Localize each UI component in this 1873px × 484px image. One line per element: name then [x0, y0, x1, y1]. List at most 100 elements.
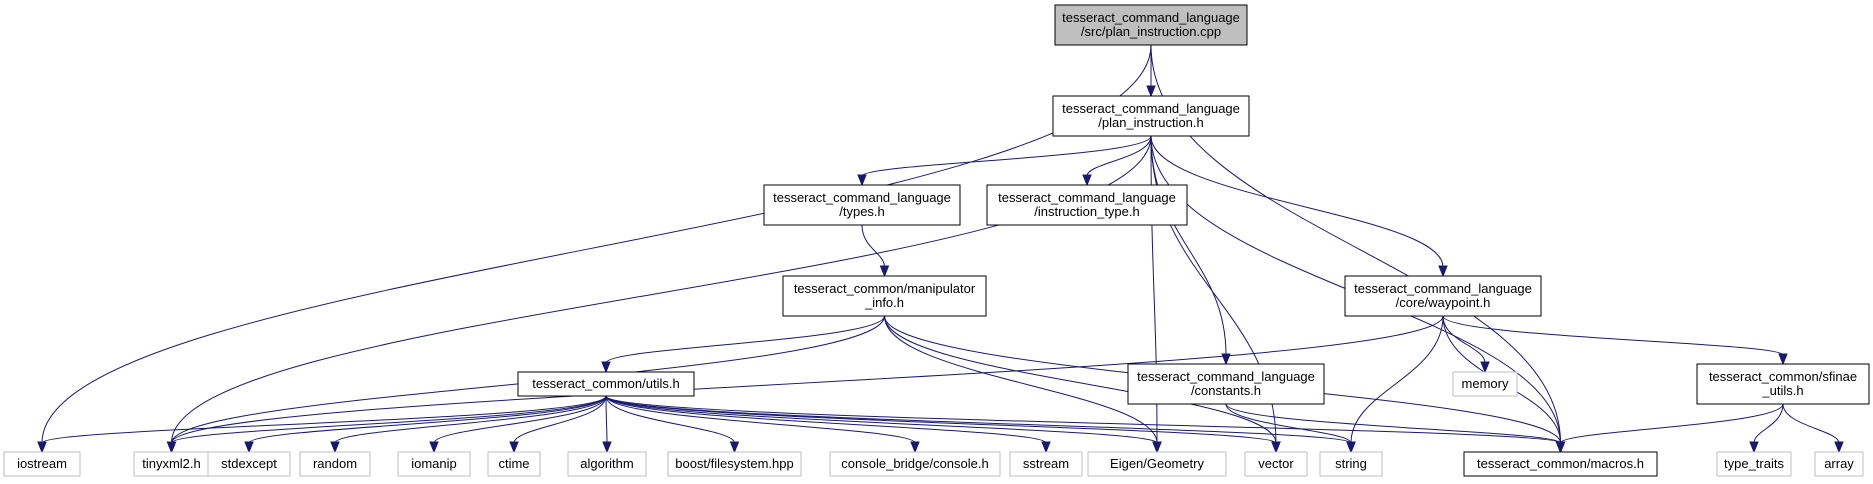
node-box — [1716, 451, 1792, 477]
edge-utils_h-to-macros_h — [605, 395, 1566, 454]
node-box — [567, 451, 647, 477]
edge-plan_h-to-waypoint_h — [1150, 135, 1448, 278]
edge-line — [171, 315, 1444, 444]
edge-line — [171, 395, 607, 444]
edge-line — [1150, 135, 1444, 268]
node-label: ctime — [498, 456, 529, 471]
edge-arrowhead — [1346, 441, 1356, 454]
edge-sfinae_h-to-array — [1782, 403, 1844, 454]
edge-line — [1753, 403, 1784, 444]
node-label: /types.h — [839, 204, 885, 219]
node-waypoint-h[interactable]: tesseract_command_language/core/waypoint… — [1344, 275, 1542, 317]
node-box — [1244, 451, 1308, 477]
edge-line — [1350, 315, 1444, 444]
node-label: tesseract_common/utils.h — [532, 376, 679, 391]
node-eigen: Eigen/Geometry — [1087, 451, 1227, 477]
edge-arrowhead — [1041, 441, 1051, 454]
node-iomanip: iomanip — [397, 451, 471, 477]
node-constants-h[interactable]: tesseract_command_language/constants.h — [1127, 363, 1325, 405]
node-box — [1319, 451, 1383, 477]
node-label: tesseract_command_language — [773, 190, 951, 205]
node-random: random — [299, 451, 371, 477]
node-box — [517, 371, 695, 397]
node-macros-h[interactable]: tesseract_common/macros.h — [1463, 451, 1658, 477]
node-label: stdexcept — [221, 456, 277, 471]
edge-arrowhead — [1778, 353, 1788, 366]
edge-plan_h-to-tinyxml2 — [166, 135, 1152, 454]
edge-utils_h-to-ctime — [509, 395, 607, 454]
node-box — [1054, 4, 1248, 46]
edge-arrowhead — [1146, 85, 1156, 98]
node-box — [763, 184, 961, 226]
node-label: /instruction_type.h — [1034, 204, 1140, 219]
edge-types_h-to-manip_info_h — [861, 224, 890, 278]
edge-arrowhead — [1749, 441, 1759, 454]
node-box — [1052, 95, 1250, 137]
node-box — [397, 451, 471, 477]
edge-line — [605, 315, 885, 364]
node-box — [1452, 371, 1518, 397]
node-instr-type-h[interactable]: tesseract_command_language/instruction_t… — [986, 184, 1188, 226]
node-label: tesseract_common/manipulator — [794, 281, 976, 296]
node-console-bridge: console_bridge/console.h — [829, 451, 1001, 477]
edge-arrowhead — [857, 174, 867, 187]
node-box — [1344, 275, 1542, 317]
node-box — [487, 451, 541, 477]
edge-arrowhead — [330, 441, 340, 454]
node-sfinae-h[interactable]: tesseract_common/sfinae_utils.h — [1696, 363, 1870, 405]
edge-plan_h-to-instr_type_h — [1082, 135, 1152, 187]
node-box — [1009, 451, 1083, 477]
node-label: random — [313, 456, 357, 471]
node-box — [667, 451, 802, 477]
node-box — [1463, 451, 1658, 477]
node-label: _info.h — [864, 295, 904, 310]
edge-waypoint_h-to-sfinae_h — [1442, 315, 1788, 366]
edge-plan_h-to-vector — [1150, 135, 1281, 454]
node-algorithm: algorithm — [567, 451, 647, 477]
edge-line — [513, 395, 607, 444]
node-label: algorithm — [580, 456, 633, 471]
node-plan-cpp[interactable]: tesseract_command_language/src/plan_inst… — [1054, 4, 1248, 46]
node-box — [3, 451, 81, 477]
node-box — [1696, 363, 1870, 405]
edge-utils_h-to-stdexcept — [244, 395, 607, 454]
node-types-h[interactable]: tesseract_command_language/types.h — [763, 184, 961, 226]
edge-sfinae_h-to-macros_h — [1555, 403, 1784, 454]
node-box — [986, 184, 1188, 226]
node-label: tesseract_command_language — [1137, 369, 1315, 384]
node-plan-h[interactable]: tesseract_command_language/plan_instruct… — [1052, 95, 1250, 137]
edge-arrowhead — [1438, 265, 1448, 278]
edges-layer — [37, 44, 1844, 454]
node-label: boost/filesystem.hpp — [675, 456, 794, 471]
node-label: vector — [1258, 456, 1294, 471]
node-label: /constants.h — [1191, 383, 1261, 398]
node-box — [299, 451, 371, 477]
edge-line — [1442, 315, 1486, 364]
edge-manip_info_h-to-utils_h — [601, 315, 885, 374]
edge-utils_h-to-iomanip — [429, 395, 607, 454]
edge-arrowhead — [879, 265, 890, 278]
edge-line — [605, 395, 1561, 444]
edge-arrowhead — [601, 361, 611, 374]
node-box — [207, 451, 291, 477]
node-label: /plan_instruction.h — [1098, 115, 1204, 130]
edge-arrowhead — [166, 441, 177, 454]
edge-line — [1225, 403, 1561, 444]
edge-arrowhead — [37, 441, 47, 454]
edge-line — [884, 315, 1277, 444]
node-utils-h[interactable]: tesseract_common/utils.h — [517, 371, 695, 397]
edge-line — [861, 135, 1152, 177]
edge-line — [1560, 403, 1784, 444]
edge-sfinae_h-to-type_traits — [1749, 403, 1784, 454]
edge-line — [605, 395, 916, 444]
node-sstream: sstream — [1009, 451, 1083, 477]
edge-line — [605, 395, 608, 444]
edge-line — [1442, 315, 1784, 356]
node-box — [829, 451, 1001, 477]
edge-line — [1225, 403, 1352, 444]
node-manip-info-h[interactable]: tesseract_common/manipulator_info.h — [782, 275, 987, 317]
node-label: tesseract_common/macros.h — [1477, 456, 1644, 471]
node-label: memory — [1462, 376, 1509, 391]
node-box — [1814, 451, 1864, 477]
edge-line — [605, 395, 735, 444]
